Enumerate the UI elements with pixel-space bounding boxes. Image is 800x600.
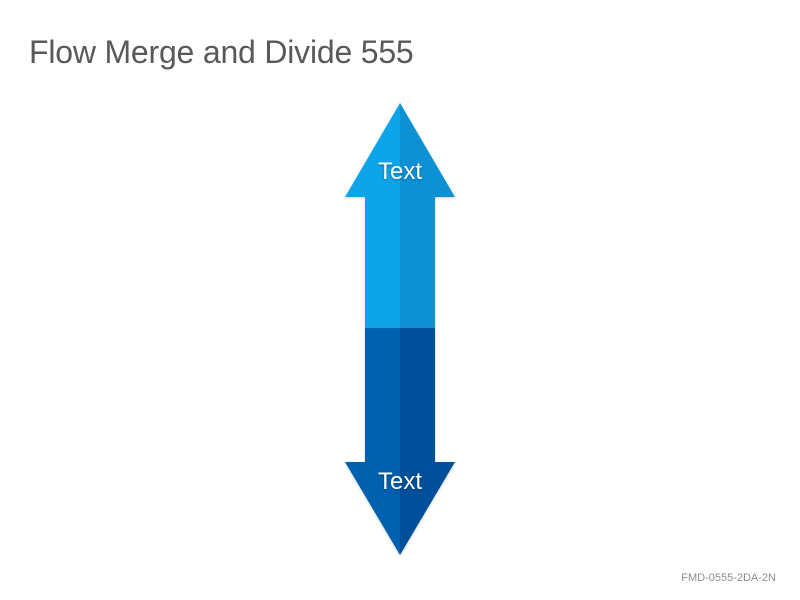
up-arrow-label: Text: [377, 158, 422, 185]
down-arrow: [345, 328, 455, 555]
down-arrow-left-half: [345, 328, 400, 555]
down-arrow-right-half: [400, 328, 455, 555]
slide-title: Flow Merge and Divide 555: [29, 34, 414, 70]
up-arrow-right-half: [400, 103, 455, 328]
down-arrow-label: Text: [377, 468, 422, 495]
up-arrow: [345, 103, 455, 328]
up-arrow-left-half: [345, 103, 400, 328]
slide-code: FMD-0555-2DA-2N: [681, 572, 776, 584]
